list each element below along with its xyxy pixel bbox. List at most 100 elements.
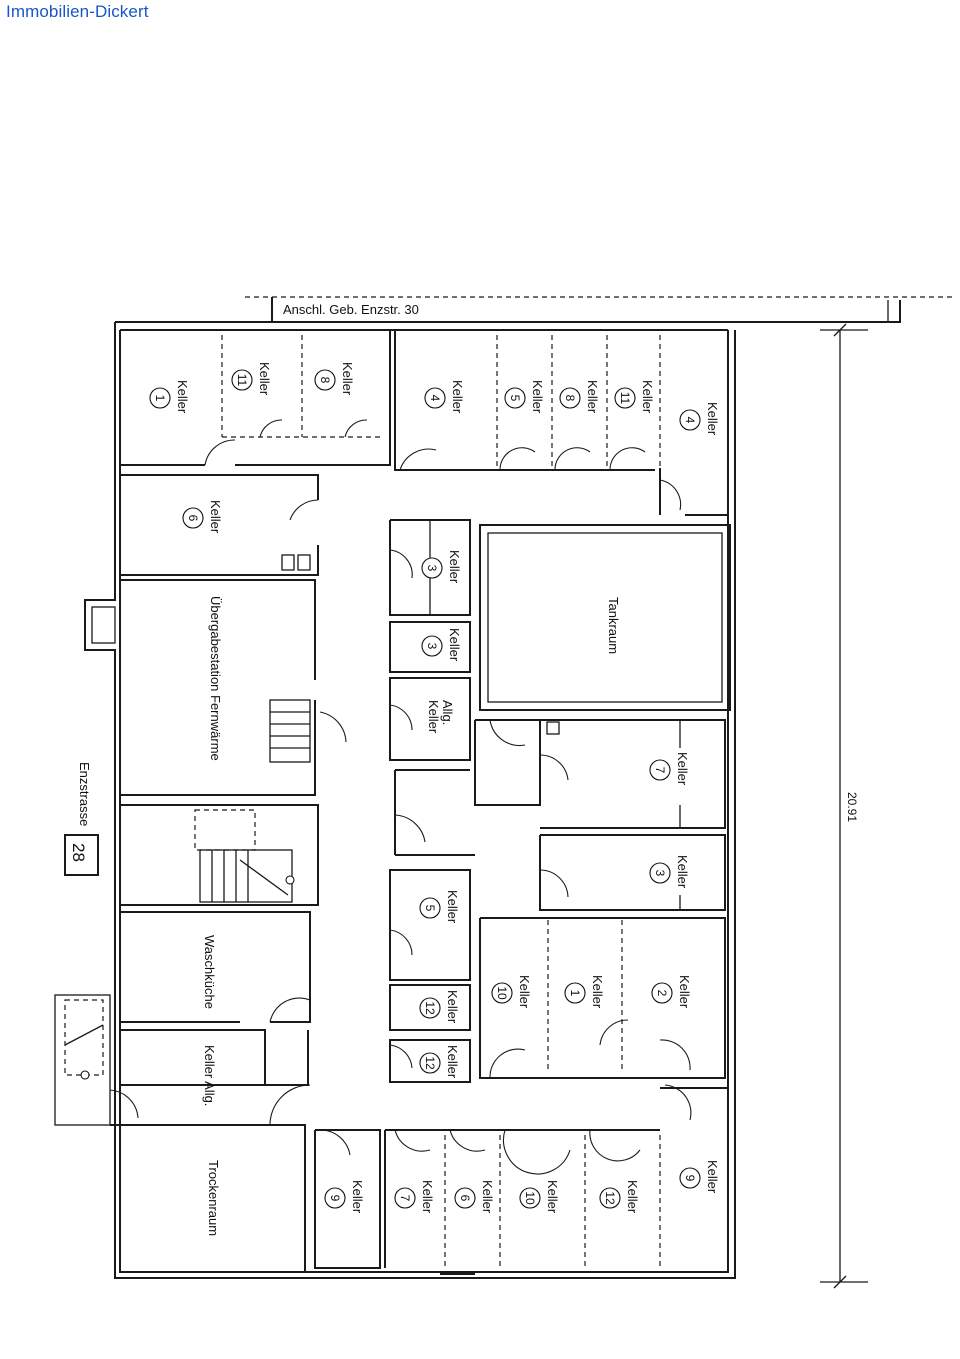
room-uebergabestation: Übergabestation Fernwärme <box>208 596 223 761</box>
keller-label-k1b: Keller 1 <box>564 975 605 1009</box>
keller-word: Keller <box>675 752 690 786</box>
street-name: Enzstrasse <box>77 762 92 826</box>
keller-number-circle <box>424 387 446 409</box>
room-allg-keller-line1: Allg. <box>440 700 455 725</box>
keller-word: Keller <box>585 380 600 414</box>
room-trockenraum: Trockenraum <box>206 1160 221 1236</box>
keller-label-k6a: Keller 6 <box>182 500 223 534</box>
keller-word: Keller <box>208 500 223 534</box>
keller-number: 11 <box>235 374 249 387</box>
keller-word: Keller <box>420 1180 435 1214</box>
keller-number: 3 <box>425 643 439 650</box>
keller-number: 7 <box>653 767 667 774</box>
keller-number-circle <box>491 982 513 1004</box>
neighbor-label: Anschl. Geb. Enzstr. 30 <box>283 302 419 317</box>
keller-number-circle <box>182 507 204 529</box>
keller-number-circle <box>394 1187 416 1209</box>
keller-word: Keller <box>445 990 460 1024</box>
keller-label-k9a: Keller 9 <box>324 1180 365 1214</box>
keller-number: 10 <box>495 986 509 1000</box>
dimension-label: 20.91 <box>845 792 859 822</box>
keller-number-circle <box>419 997 441 1019</box>
keller-number-circle <box>649 862 671 884</box>
keller-word: Keller <box>545 1180 560 1214</box>
room-waschkueche: Waschküche <box>202 935 217 1009</box>
keller-word: Keller <box>447 550 462 584</box>
keller-word: Keller <box>675 855 690 889</box>
keller-number: 5 <box>508 395 522 402</box>
keller-number-circle <box>559 387 581 409</box>
keller-number: 9 <box>328 1195 342 1202</box>
top-row-rooms <box>120 330 728 516</box>
keller-word: Keller <box>350 1180 365 1214</box>
keller-number: 8 <box>318 377 332 384</box>
outer-walls <box>84 321 736 1279</box>
keller-number: 7 <box>398 1195 412 1202</box>
keller-number-circle <box>504 387 526 409</box>
keller-word: Keller <box>517 975 532 1009</box>
keller-number-circle <box>314 369 336 391</box>
keller-word: Keller <box>677 975 692 1009</box>
keller-number: 3 <box>425 565 439 572</box>
keller-number: 2 <box>655 990 669 997</box>
left-rooms <box>54 474 347 1272</box>
keller-number: 1 <box>153 395 167 402</box>
keller-label-k7b: Keller 7 <box>394 1180 435 1214</box>
keller-number-circle <box>231 369 253 391</box>
keller-number-circle <box>651 982 673 1004</box>
keller-number-circle <box>454 1187 476 1209</box>
bottom-row-rooms <box>314 1087 728 1275</box>
house-number: 28 <box>69 843 88 862</box>
keller-number: 12 <box>423 1056 437 1070</box>
keller-label-k12b: Keller 12 <box>419 1045 460 1079</box>
keller-number-circle <box>614 387 636 409</box>
keller-word: Keller <box>705 402 720 436</box>
keller-number-circle <box>679 1167 701 1189</box>
keller-label-k3a: Keller 3 <box>421 550 462 584</box>
keller-word: Keller <box>445 890 460 924</box>
middle-rooms <box>389 519 475 1083</box>
keller-number: 3 <box>653 870 667 877</box>
keller-number-circle <box>149 387 171 409</box>
keller-number: 8 <box>563 395 577 402</box>
keller-number-circle <box>679 409 701 431</box>
keller-label-k3c: Keller 3 <box>649 855 690 889</box>
keller-number: 6 <box>458 1195 472 1202</box>
keller-label-k11b: Keller 11 <box>614 380 655 414</box>
keller-number: 11 <box>618 392 632 405</box>
house-number-box <box>64 834 99 876</box>
keller-number-circle <box>599 1187 621 1209</box>
keller-label-k10a: Keller 10 <box>491 975 532 1009</box>
keller-number-circle <box>649 759 671 781</box>
keller-number-circle <box>421 635 443 657</box>
keller-word: Keller <box>257 362 272 396</box>
keller-word: Keller <box>705 1160 720 1194</box>
keller-word: Keller <box>480 1180 495 1214</box>
keller-word: Keller <box>445 1045 460 1079</box>
keller-number-circle <box>519 1187 541 1209</box>
keller-label-k2: Keller 2 <box>651 975 692 1009</box>
keller-label-k3b: Keller 3 <box>421 628 462 662</box>
keller-word: Keller <box>640 380 655 414</box>
keller-number: 1 <box>568 990 582 997</box>
room-keller-allg: Keller Allg. <box>202 1045 217 1106</box>
keller-label-k6b: Keller 6 <box>454 1180 495 1214</box>
keller-number-circle <box>419 897 441 919</box>
keller-number-circle <box>419 1052 441 1074</box>
keller-word: Keller <box>447 628 462 662</box>
watermark-text: Immobilien-Dickert <box>6 2 149 21</box>
keller-label-k7a: Keller 7 <box>649 752 690 786</box>
keller-word: Keller <box>590 975 605 1009</box>
keller-number-circle <box>324 1187 346 1209</box>
keller-number: 6 <box>186 515 200 522</box>
